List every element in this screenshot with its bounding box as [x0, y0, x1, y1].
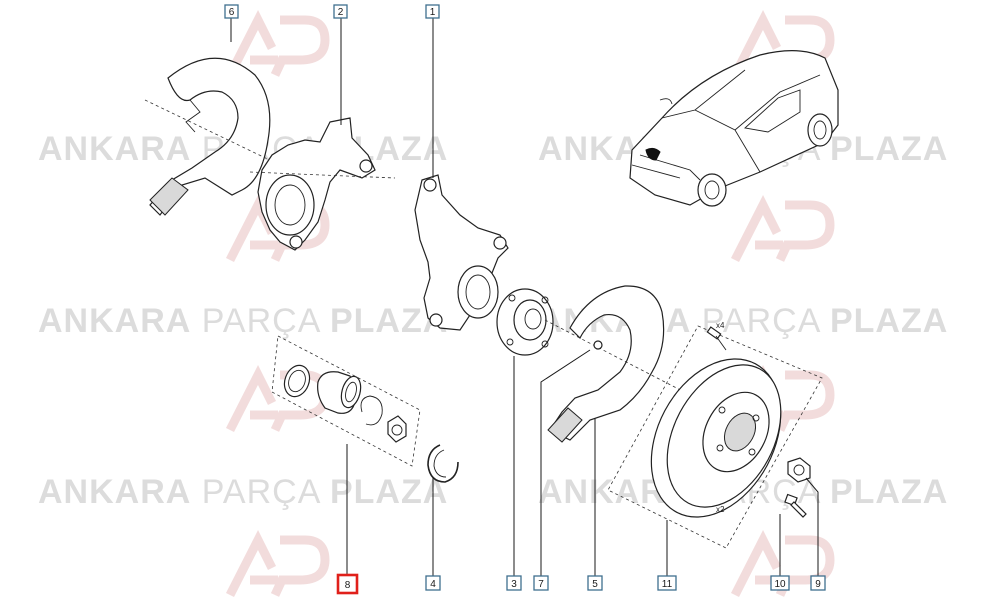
part-9-nut — [787, 457, 811, 483]
svg-text:9: 9 — [815, 579, 821, 590]
part-5-backing-plate — [544, 285, 691, 443]
location-marker — [645, 147, 661, 161]
vehicle-illustration — [629, 50, 839, 207]
label-1[interactable]: 1 — [425, 4, 440, 19]
part-3-wheel-hub — [496, 288, 554, 356]
svg-text:8: 8 — [345, 580, 351, 591]
label-8[interactable]: 8 — [336, 573, 359, 595]
part-2-steering-knuckle — [249, 117, 396, 251]
label-3[interactable]: 3 — [506, 575, 522, 591]
svg-text:5: 5 — [592, 579, 598, 590]
svg-text:1: 1 — [430, 7, 436, 18]
svg-text:6: 6 — [229, 7, 235, 18]
watermark-row: ANKARA PARÇA PLAZA — [38, 302, 448, 340]
label-6[interactable]: 6 — [224, 4, 239, 19]
part-11-brake-disc: x4 x2 — [607, 321, 823, 549]
svg-text:11: 11 — [662, 579, 673, 590]
part-1-knuckle — [414, 174, 509, 331]
watermark-logo — [225, 10, 330, 78]
label-4[interactable]: 4 — [425, 575, 441, 591]
label-2[interactable]: 2 — [333, 4, 348, 19]
bolt-quantity-note: x4 — [716, 321, 725, 330]
watermark-logo — [225, 530, 330, 598]
label-5[interactable]: 5 — [587, 575, 603, 591]
svg-text:2: 2 — [338, 7, 344, 18]
label-7[interactable]: 7 — [533, 575, 549, 591]
part-4-snap-ring — [427, 444, 459, 483]
part-8-bearing-kit — [271, 335, 421, 467]
svg-text:7: 7 — [538, 579, 544, 590]
part-10-bolt — [784, 493, 807, 518]
watermark-logo — [730, 195, 835, 263]
label-10[interactable]: 10 — [770, 575, 790, 591]
svg-text:10: 10 — [774, 579, 786, 590]
svg-text:3: 3 — [511, 579, 517, 590]
label-11[interactable]: 11 — [657, 575, 677, 591]
watermark-logo — [225, 365, 330, 433]
watermark-row: ANKARA PARÇA PLAZA — [38, 473, 448, 511]
disc-bolt — [706, 326, 727, 351]
leader-lines — [230, 18, 819, 576]
part-7-screw — [593, 340, 603, 350]
part-6-dust-shield — [144, 57, 281, 216]
label-9[interactable]: 9 — [810, 575, 826, 591]
disc-quantity-note: x2 — [716, 505, 725, 514]
svg-text:4: 4 — [430, 579, 436, 590]
callout-labels: 6 2 1 8 4 3 7 5 — [224, 4, 826, 595]
